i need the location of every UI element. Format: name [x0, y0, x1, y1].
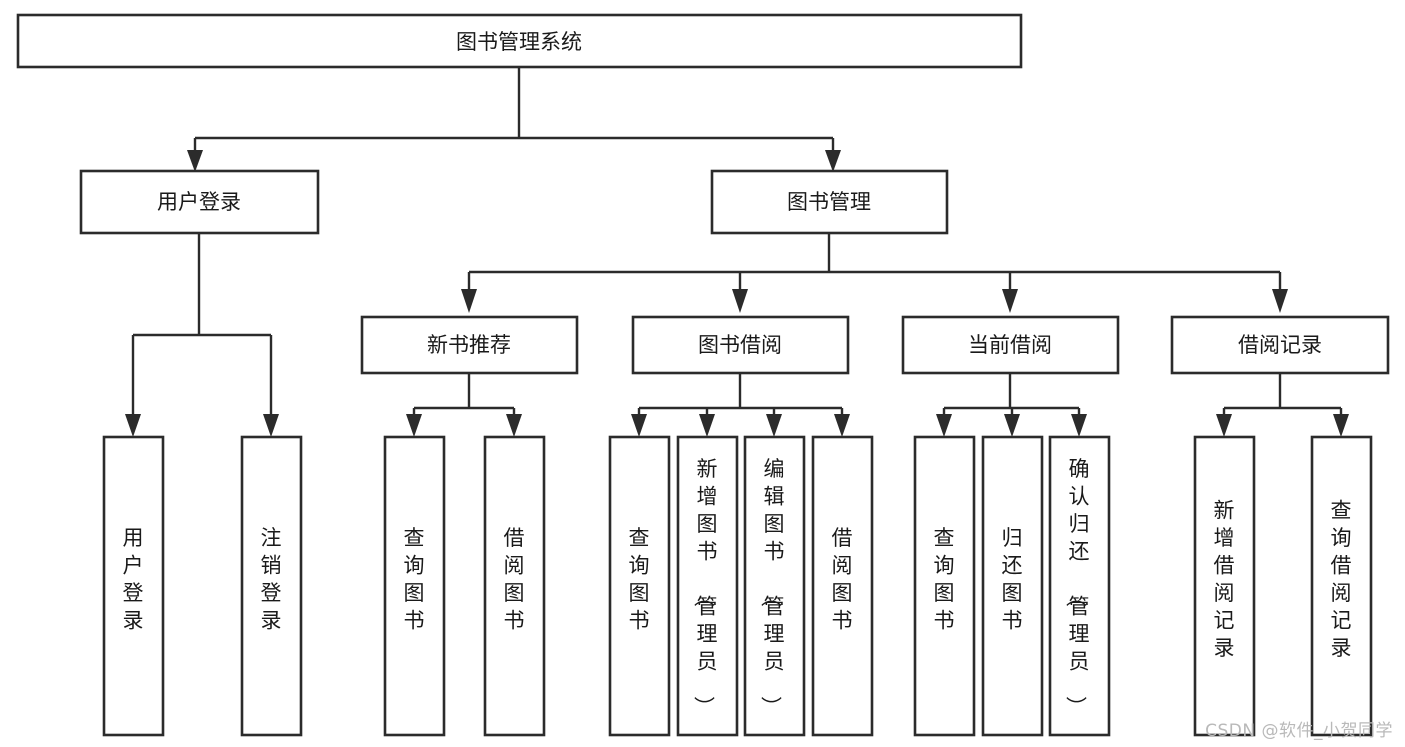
node-box — [79, 169, 320, 235]
node-label: 新书推荐 — [427, 333, 511, 357]
node-box — [1193, 435, 1256, 737]
leaf-user-login-login[interactable]: 用户登录 — [102, 435, 165, 737]
node-label: 查询图书 — [934, 526, 955, 633]
node-book-borrow[interactable]: 图书借阅 — [631, 315, 850, 375]
node-box — [1170, 315, 1390, 375]
node-label: 图书管理系统 — [456, 30, 582, 54]
node-label: 图书管理 — [787, 190, 871, 214]
node-box — [743, 435, 806, 737]
arrow-head-current-leaf-2 — [1004, 414, 1020, 437]
leaf-current-borrow-return-book[interactable]: 归还图书 — [981, 435, 1044, 737]
arrow-head-to-current-borrow — [1002, 289, 1018, 313]
leaf-user-login-logout[interactable]: 注销登录 — [240, 435, 303, 737]
leaf-book-borrow-borrow-book[interactable]: 借阅图书 — [811, 435, 874, 737]
node-user-login[interactable]: 用户登录 — [79, 169, 320, 235]
arrow-head-borrow-leaf-4 — [834, 414, 850, 437]
connector-book-borrow-to-leaves — [637, 373, 844, 420]
arrow-head-to-new-book-recommend — [461, 289, 477, 313]
node-box — [676, 435, 739, 737]
node-box — [981, 435, 1044, 737]
node-box — [608, 435, 671, 737]
node-box — [16, 13, 1023, 69]
node-label: 编辑图书（管理员） — [759, 457, 785, 717]
node-box — [483, 435, 546, 737]
node-label: 借阅图书 — [504, 526, 525, 633]
connector-root-to-level2 — [193, 67, 835, 157]
node-box — [901, 315, 1120, 375]
leaf-book-borrow-add-book-admin[interactable]: 新增图书（管理员） — [676, 435, 739, 737]
node-borrow-record[interactable]: 借阅记录 — [1170, 315, 1390, 375]
leaf-borrow-record-add-record[interactable]: 新增借阅记录 — [1193, 435, 1256, 737]
leaf-new-book-borrow-book[interactable]: 借阅图书 — [483, 435, 546, 737]
node-new-book-recommend[interactable]: 新书推荐 — [360, 315, 579, 375]
node-current-borrow[interactable]: 当前借阅 — [901, 315, 1120, 375]
node-box — [811, 435, 874, 737]
connector-user-login-to-leaves — [131, 233, 273, 420]
arrow-head-to-book-borrow — [732, 289, 748, 313]
arrow-head-to-borrow-record — [1272, 289, 1288, 313]
arrow-head-user-login-leaf-1 — [125, 414, 141, 437]
node-box — [631, 315, 850, 375]
leaf-new-book-query-book[interactable]: 查询图书 — [383, 435, 446, 737]
connector-current-borrow-to-leaves — [942, 373, 1081, 420]
node-box — [913, 435, 976, 737]
leaf-current-borrow-query-book[interactable]: 查询图书 — [913, 435, 976, 737]
arrow-head-record-leaf-1 — [1216, 414, 1232, 437]
node-label: 当前借阅 — [968, 333, 1052, 357]
node-label: 查询图书 — [629, 526, 650, 633]
arrow-head-record-leaf-2 — [1333, 414, 1349, 437]
arrow-head-recommend-leaf-1 — [406, 414, 422, 437]
leaf-book-borrow-query-book[interactable]: 查询图书 — [608, 435, 671, 737]
node-book-management[interactable]: 图书管理 — [710, 169, 949, 235]
node-label: 新增借阅记录 — [1214, 498, 1235, 660]
arrow-head-current-leaf-1 — [936, 414, 952, 437]
node-label: 图书借阅 — [698, 333, 782, 357]
node-box — [1048, 435, 1111, 737]
leaf-current-borrow-confirm-return-admin[interactable]: 确认归还（管理员） — [1048, 435, 1111, 737]
node-box — [240, 435, 303, 737]
node-box — [102, 435, 165, 737]
arrow-head-to-user-login — [187, 150, 203, 172]
node-label: 借阅记录 — [1238, 333, 1322, 357]
arrow-head-current-leaf-3 — [1071, 414, 1087, 437]
node-root-book-management-system[interactable]: 图书管理系统 — [16, 13, 1023, 69]
node-box — [1310, 435, 1373, 737]
connector-layer — [125, 67, 1349, 437]
node-box — [383, 435, 446, 737]
arrow-head-user-login-leaf-2 — [263, 414, 279, 437]
leaf-borrow-record-query-record[interactable]: 查询借阅记录 — [1310, 435, 1373, 737]
connector-new-book-recommend-to-leaves — [412, 373, 516, 420]
node-label: 用户登录 — [157, 190, 241, 214]
node-label: 新增图书（管理员） — [692, 457, 718, 717]
arrow-head-to-book-management — [825, 150, 841, 172]
node-label: 查询借阅记录 — [1331, 498, 1352, 660]
node-label: 查询图书 — [404, 526, 425, 633]
node-label: 归还图书 — [1002, 526, 1023, 633]
arrow-head-recommend-leaf-2 — [506, 414, 522, 437]
node-label: 确认归还（管理员） — [1064, 457, 1090, 717]
connector-book-management-to-level3 — [467, 233, 1282, 292]
arrow-head-borrow-leaf-2 — [699, 414, 715, 437]
leaf-book-borrow-edit-book-admin[interactable]: 编辑图书（管理员） — [743, 435, 806, 737]
node-box — [360, 315, 579, 375]
node-label: 注销登录 — [261, 526, 282, 633]
arrow-head-borrow-leaf-3 — [766, 414, 782, 437]
node-label: 用户登录 — [123, 526, 144, 633]
node-box — [710, 169, 949, 235]
connector-borrow-record-to-leaves — [1222, 373, 1343, 420]
arrow-head-borrow-leaf-1 — [631, 414, 647, 437]
node-label: 借阅图书 — [832, 526, 853, 633]
